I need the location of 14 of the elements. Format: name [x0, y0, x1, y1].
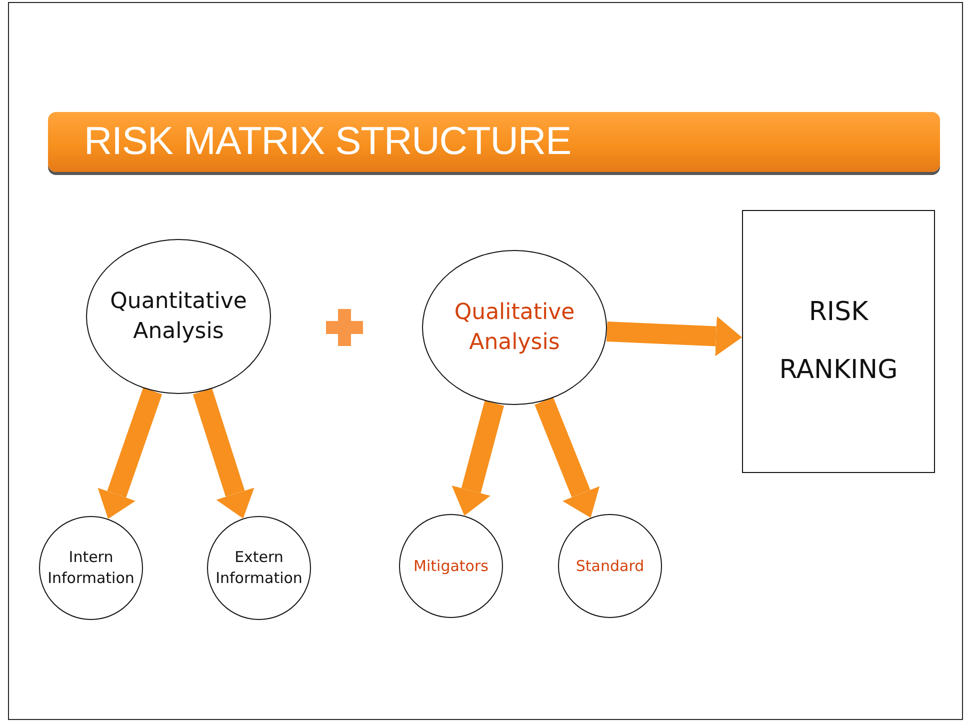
node-label: Mitigators: [414, 556, 488, 576]
node-label: Qualitative Analysis: [453, 298, 576, 356]
title: RISK MATRIX STRUCTURE: [84, 120, 572, 164]
block-arrow: [606, 316, 742, 356]
result-box: [742, 210, 935, 473]
block-arrow: [192, 388, 254, 518]
node-label: Quantitative Analysis: [109, 288, 248, 346]
node-label: Intern Information: [48, 547, 134, 589]
node-label: Standard: [576, 556, 644, 576]
block-arrow: [98, 388, 162, 519]
node-label: Extern Information: [216, 547, 302, 589]
block-arrow: [534, 397, 600, 518]
block-arrow: [452, 400, 504, 516]
node-label: RISK RANKING: [778, 296, 899, 386]
